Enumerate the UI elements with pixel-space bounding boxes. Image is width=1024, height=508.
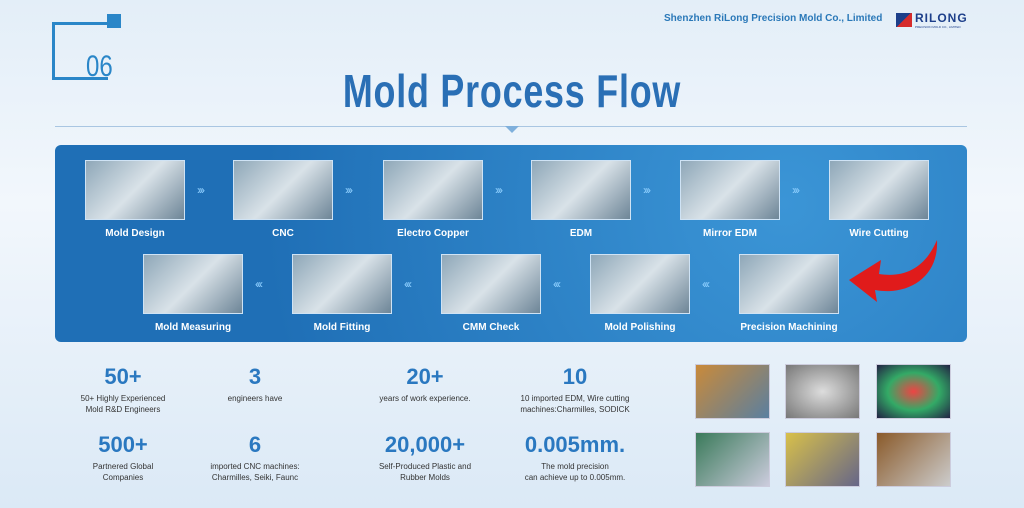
process-photo bbox=[292, 254, 392, 314]
stat-number: 0.005mm. bbox=[524, 432, 626, 457]
stat-description: years of work experience. bbox=[379, 394, 471, 403]
flow-arrow-icon: ››› bbox=[197, 183, 205, 197]
mold-photo bbox=[695, 432, 770, 487]
stat-item: 0.005mm. The mold precision can achieve u… bbox=[500, 432, 650, 483]
mold-photo bbox=[876, 364, 951, 419]
process-step: CMM Check bbox=[441, 254, 541, 333]
stat-number: 500+ bbox=[98, 432, 148, 457]
red-arrow-icon bbox=[849, 240, 938, 302]
stat-item: 50+ 50+ Highly Experienced Mold R&D Engin… bbox=[48, 364, 198, 415]
stat-number: 20,000+ bbox=[384, 432, 466, 457]
process-step: Electro Copper bbox=[383, 160, 483, 239]
process-step: CNC bbox=[233, 160, 333, 239]
section-number: 06 bbox=[86, 50, 113, 83]
process-step-label: Electro Copper bbox=[397, 228, 469, 239]
stat-item: 3 engineers have bbox=[180, 364, 330, 404]
section-badge-square bbox=[107, 14, 121, 28]
stat-number: 20+ bbox=[406, 364, 444, 389]
stat-description: 10 imported EDM, Wire cutting machines:C… bbox=[520, 394, 630, 414]
process-photo bbox=[531, 160, 631, 220]
logo-text: RILONG bbox=[915, 11, 968, 25]
process-step-label: Mold Measuring bbox=[154, 322, 232, 333]
process-step: Mold Fitting bbox=[292, 254, 392, 333]
flow-arrow-icon: ‹‹‹ bbox=[404, 277, 412, 291]
stat-number: 10 bbox=[562, 364, 588, 389]
process-photo bbox=[590, 254, 690, 314]
process-step-label: CNC bbox=[272, 228, 294, 239]
divider-triangle-icon bbox=[505, 126, 519, 133]
process-step-label: Precision Machining bbox=[740, 322, 838, 333]
stat-item: 20,000+ Self-Produced Plastic and Rubber … bbox=[350, 432, 500, 483]
process-flow-panel: Mold Design ››› CNC ››› Electro Copper ››› EDM… bbox=[55, 145, 967, 342]
process-step-label: EDM bbox=[569, 228, 593, 239]
flow-arrow-icon: ››› bbox=[792, 183, 800, 197]
process-photo bbox=[383, 160, 483, 220]
process-step-label: Mold Fitting bbox=[313, 322, 371, 333]
stat-description: imported CNC machines: Charmilles, Seiki… bbox=[210, 462, 300, 482]
process-step: Precision Machining bbox=[739, 254, 839, 333]
stat-description: Partnered Global Companies bbox=[92, 462, 154, 482]
flow-arrow-icon: ‹‹‹ bbox=[553, 277, 561, 291]
process-photo bbox=[143, 254, 243, 314]
stat-item: 6 imported CNC machines: Charmilles, Seik… bbox=[180, 432, 330, 483]
process-step-label: Mold Design bbox=[105, 228, 165, 239]
mold-photo bbox=[785, 364, 860, 419]
process-photo bbox=[233, 160, 333, 220]
flow-arrow-icon: ‹‹‹ bbox=[702, 277, 710, 291]
process-step: Mold Polishing bbox=[590, 254, 690, 333]
company-name: Shenzhen RiLong Precision Mold Co., Limi… bbox=[664, 13, 883, 24]
process-photo bbox=[85, 160, 185, 220]
flow-arrow-icon: ››› bbox=[495, 183, 503, 197]
page-title: Mold Process Flow bbox=[342, 65, 682, 117]
stat-item: 10 10 imported EDM, Wire cutting machines… bbox=[500, 364, 650, 415]
process-photo bbox=[441, 254, 541, 314]
process-step: Mirror EDM bbox=[680, 160, 780, 239]
process-step-label: Mold Polishing bbox=[604, 322, 676, 333]
mold-photo bbox=[785, 432, 860, 487]
process-step-label: Mirror EDM bbox=[703, 228, 757, 239]
stat-description: engineers have bbox=[227, 394, 283, 403]
process-photo bbox=[739, 254, 839, 314]
mold-photo bbox=[876, 432, 951, 487]
stat-description: The mold precision can achieve up to 0.0… bbox=[524, 462, 626, 482]
stat-number: 50+ bbox=[104, 364, 142, 389]
process-step: Mold Measuring bbox=[143, 254, 243, 333]
process-step: Wire Cutting bbox=[829, 160, 929, 239]
stat-item: 20+ years of work experience. bbox=[350, 364, 500, 404]
stat-description: 50+ Highly Experienced Mold R&D Engineer… bbox=[80, 394, 166, 414]
flow-arrow-icon: ‹‹‹ bbox=[255, 277, 263, 291]
stat-item: 500+ Partnered Global Companies bbox=[48, 432, 198, 483]
process-photo bbox=[829, 160, 929, 220]
logo-subtext: PRECISION MOLD CO., LIMITED bbox=[915, 25, 961, 29]
stat-number: 6 bbox=[248, 432, 262, 457]
stat-number: 3 bbox=[248, 364, 262, 389]
process-step-label: Wire Cutting bbox=[849, 228, 909, 239]
stat-description: Self-Produced Plastic and Rubber Molds bbox=[378, 462, 472, 482]
process-step: Mold Design bbox=[85, 160, 185, 239]
mold-photo bbox=[695, 364, 770, 419]
flow-arrow-icon: ››› bbox=[643, 183, 651, 197]
flow-arrow-icon: ››› bbox=[345, 183, 353, 197]
process-step-label: CMM Check bbox=[462, 322, 520, 333]
logo-mark-icon bbox=[896, 13, 912, 27]
process-photo bbox=[680, 160, 780, 220]
section-badge-frame bbox=[52, 22, 108, 80]
process-step: EDM bbox=[531, 160, 631, 239]
